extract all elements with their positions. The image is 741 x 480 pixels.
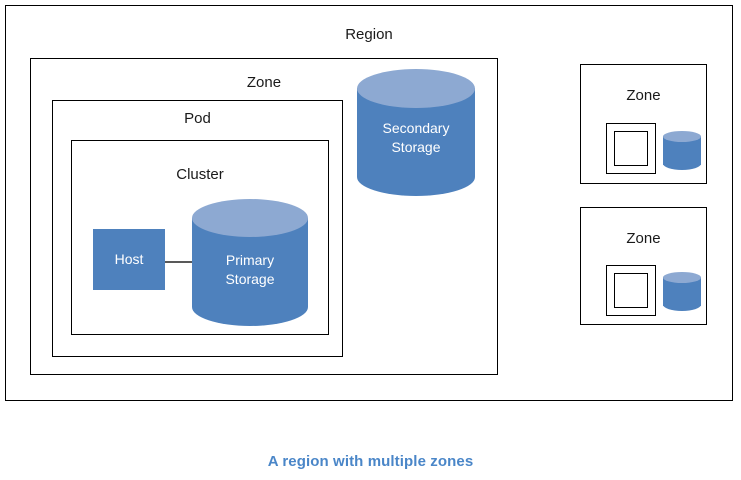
zone-label: Zone [626, 87, 661, 104]
mini-pod-container[interactable] [606, 123, 656, 174]
zone-label: Zone [626, 230, 661, 247]
zone-container-secondary-2[interactable]: Zone [580, 207, 707, 325]
cylinder-top [663, 272, 701, 283]
mini-pod-container[interactable] [606, 265, 656, 316]
zone-label: Zone [246, 74, 282, 91]
region-label: Region [345, 26, 393, 43]
zone-container-secondary-1[interactable]: Zone [580, 64, 707, 184]
host-to-primary-storage-connector [165, 261, 194, 263]
secondary-storage-label-line1: Secondary [382, 120, 450, 136]
secondary-storage-cylinder-icon[interactable]: Secondary Storage [357, 69, 475, 196]
primary-storage-label-line2: Storage [225, 271, 275, 287]
diagram-caption: A region with multiple zones [267, 453, 474, 470]
secondary-storage-label-line2: Storage [391, 139, 441, 155]
zone-container-primary[interactable]: Zone [30, 58, 498, 375]
mini-storage-cylinder-icon[interactable] [663, 272, 701, 312]
host-node[interactable]: Host [93, 229, 165, 290]
cylinder-top [357, 69, 475, 108]
cylinder-top [663, 131, 701, 142]
cylinder-top [192, 199, 308, 237]
primary-storage-cylinder-icon[interactable]: Primary Storage [192, 199, 308, 326]
cluster-label: Cluster [176, 166, 224, 183]
mini-storage-cylinder-icon[interactable] [663, 131, 701, 171]
mini-cluster-container[interactable] [614, 273, 648, 308]
pod-container[interactable]: Pod [52, 100, 343, 357]
mini-cluster-container[interactable] [614, 131, 648, 166]
cluster-container[interactable]: Cluster [71, 140, 329, 335]
region-container[interactable]: Region [5, 5, 733, 401]
host-label: Host [114, 251, 144, 267]
primary-storage-label-line1: Primary [225, 252, 275, 268]
pod-label: Pod [184, 110, 211, 127]
